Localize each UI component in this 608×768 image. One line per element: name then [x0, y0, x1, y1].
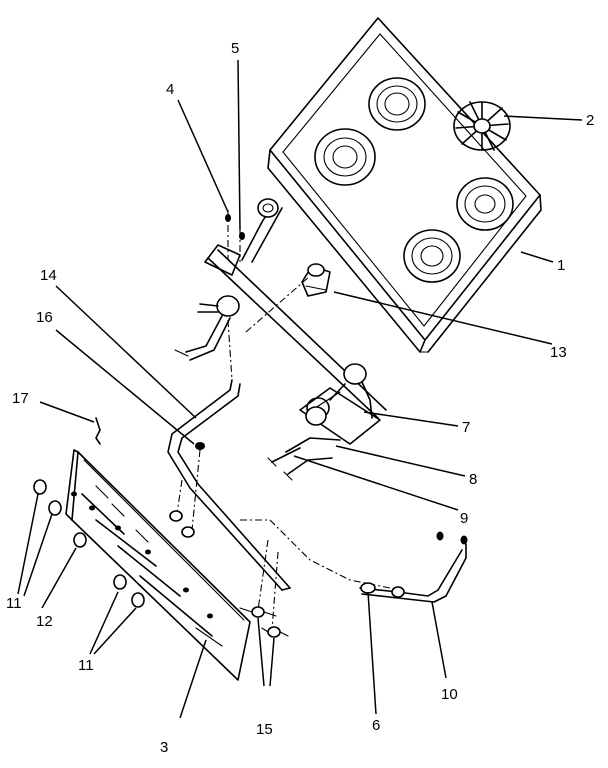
orifices — [239, 606, 289, 638]
callout-11-left: 11 — [6, 595, 22, 612]
callout-15: 15 — [256, 721, 273, 738]
clip — [95, 417, 101, 445]
callout-2: 2 — [586, 112, 594, 129]
alignment-lines — [175, 210, 401, 631]
callout-10: 10 — [441, 686, 458, 703]
callout-8: 8 — [469, 471, 477, 488]
burner-knobs — [33, 479, 145, 608]
leader-lines — [17, 59, 583, 719]
manifold-assembly — [174, 198, 387, 481]
callout-13: 13 — [550, 344, 567, 361]
callout-6: 6 — [372, 717, 380, 734]
callout-5: 5 — [231, 40, 239, 57]
burner-head — [453, 101, 511, 151]
callout-3: 3 — [160, 739, 168, 756]
callout-11-lower: 11 — [78, 657, 94, 674]
burner-rear-left — [368, 77, 426, 131]
cooktop — [267, 17, 542, 353]
control-panel — [65, 449, 251, 681]
gas-tubing — [359, 531, 468, 603]
callout-numbers: 1 2 3 4 5 6 7 8 9 10 11 11 12 13 14 15 1… — [6, 40, 594, 756]
burner-front-right — [403, 229, 461, 283]
callout-17: 17 — [12, 390, 29, 407]
callout-16: 16 — [36, 309, 53, 326]
callout-9: 9 — [460, 510, 468, 527]
callout-12: 12 — [36, 613, 53, 630]
burner-bracket — [299, 387, 381, 445]
pressure-regulator — [301, 263, 331, 297]
callout-1: 1 — [557, 257, 565, 274]
callout-4: 4 — [166, 81, 174, 98]
callout-14: 14 — [40, 267, 57, 284]
callout-7: 7 — [462, 419, 470, 436]
burner-rear-right — [456, 177, 514, 231]
burner-front-left — [314, 128, 376, 186]
ignition-rod — [167, 379, 291, 591]
